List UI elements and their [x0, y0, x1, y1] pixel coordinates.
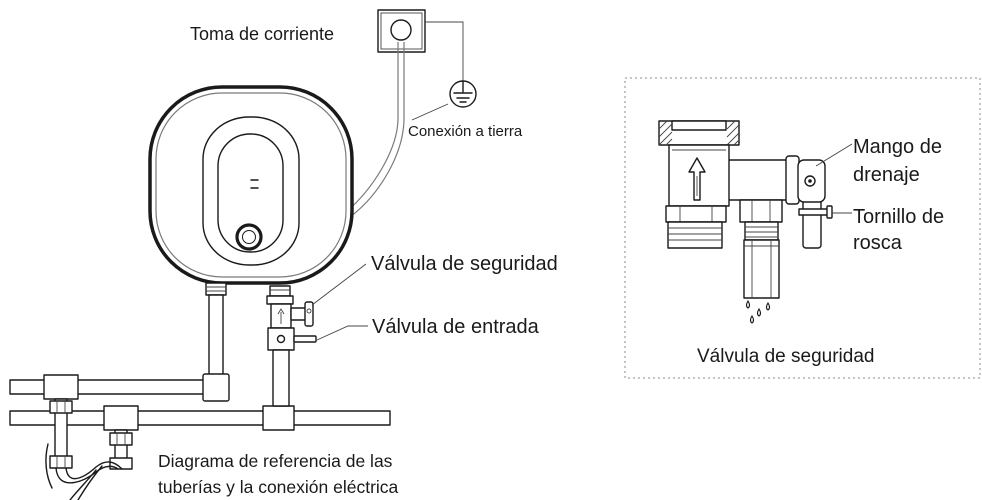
pipe-tee	[103, 405, 139, 431]
ground-symbol	[449, 80, 477, 108]
inlet-valve-leader-line	[316, 325, 368, 341]
threaded-screw	[798, 205, 833, 219]
cold-inlet-assembly	[266, 285, 317, 407]
inlet-valve	[267, 327, 317, 351]
power-cable	[345, 42, 405, 218]
flow-arrow-icon	[688, 157, 706, 201]
drain-outlet	[739, 199, 783, 299]
drain-handle-leader-line	[815, 143, 853, 167]
drain-handle	[797, 159, 826, 249]
safety-valve-leader-line	[311, 263, 367, 306]
pipe-tee	[43, 374, 79, 400]
diagram-caption-line-1: Diagrama de referencia de las	[158, 451, 393, 471]
cold-water-pipe	[9, 405, 391, 431]
pipe-tee	[262, 405, 295, 431]
safety-valve	[270, 301, 314, 329]
inlet-valve-label: Válvula de entrada	[372, 316, 540, 338]
ground-leader-line	[411, 103, 449, 121]
outlet-label: Toma de corriente	[190, 24, 334, 44]
screw-label-line-1: Tornillo de	[853, 206, 944, 228]
power-outlet	[377, 9, 426, 53]
safety-valve-detail	[658, 120, 833, 324]
heater-display-panel	[217, 133, 284, 253]
water-drip-icon	[745, 299, 771, 324]
branch-pipes	[49, 398, 133, 470]
safety-valve-label: Válvula de seguridad	[371, 253, 558, 275]
pipe-elbow	[202, 373, 230, 402]
ground-label: Conexión a tierra	[408, 123, 523, 140]
hoses	[45, 443, 123, 500]
drain-handle-label-line-1: Mango de	[853, 136, 942, 158]
detail-panel-border	[624, 77, 981, 379]
water-heater	[148, 85, 354, 285]
drain-handle-label-line-2: drenaje	[853, 164, 920, 186]
temperature-knob	[235, 223, 263, 251]
screw-label-line-2: rosca	[853, 232, 903, 254]
ground-wire	[425, 21, 464, 82]
diagram-caption-line-2: tuberías y la conexión eléctrica	[158, 477, 399, 497]
hot-water-pipe	[9, 282, 230, 402]
detail-caption: Válvula de seguridad	[697, 346, 874, 367]
